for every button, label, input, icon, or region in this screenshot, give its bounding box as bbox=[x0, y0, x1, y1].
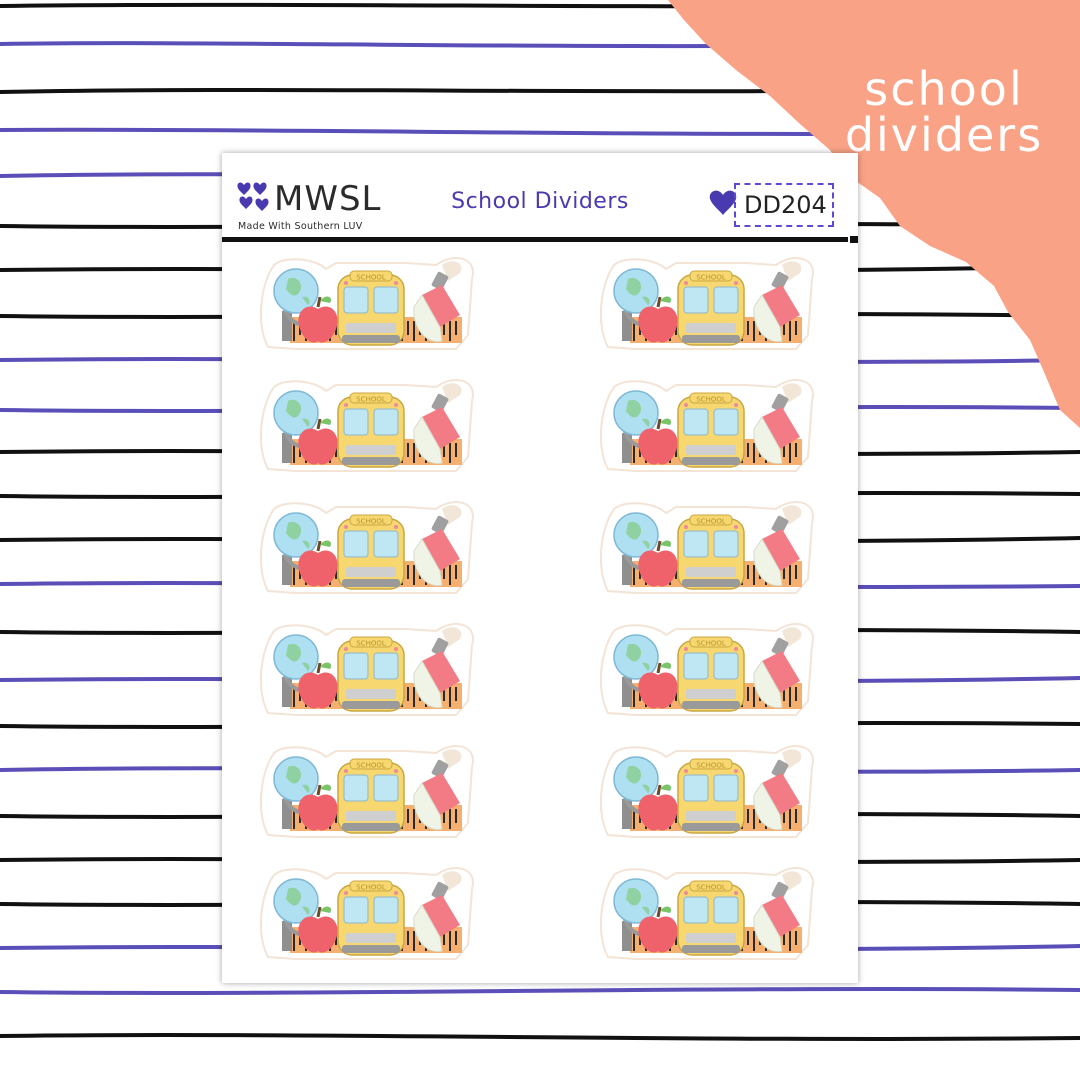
school-bus-icon: SCHOOL bbox=[337, 270, 405, 346]
glue-bottle-icon bbox=[413, 749, 462, 831]
sticker-sheet: MWSL Made With Southern LUV School Divid… bbox=[222, 153, 858, 983]
apple-icon bbox=[638, 296, 678, 343]
brand-name: MWSL bbox=[274, 179, 382, 219]
sticker-r4-c2: SCHOOL bbox=[599, 622, 814, 716]
apple-icon bbox=[298, 296, 338, 343]
globe-icon bbox=[613, 634, 662, 707]
apple-icon bbox=[638, 540, 678, 587]
svg-text:SCHOOL: SCHOOL bbox=[356, 884, 386, 892]
svg-text:SCHOOL: SCHOOL bbox=[356, 640, 386, 648]
hearts-icon bbox=[237, 182, 269, 211]
school-bus-icon: SCHOOL bbox=[677, 758, 745, 834]
sticker-r6-c2: SCHOOL bbox=[599, 866, 814, 960]
sticker-r2-c2: SCHOOL bbox=[599, 378, 814, 472]
glue-bottle-icon bbox=[753, 505, 802, 587]
code-box bbox=[734, 183, 834, 227]
sheet-header: MWSL Made With Southern LUV School Divid… bbox=[222, 153, 858, 245]
school-bus-icon: SCHOOL bbox=[677, 392, 745, 468]
svg-text:SCHOOL: SCHOOL bbox=[356, 396, 386, 404]
apple-icon bbox=[298, 906, 338, 953]
torn-corner bbox=[668, 0, 1080, 428]
svg-text:SCHOOL: SCHOOL bbox=[356, 762, 386, 770]
globe-icon bbox=[613, 756, 662, 829]
glue-bottle-icon bbox=[413, 505, 462, 587]
svg-text:SCHOOL: SCHOOL bbox=[696, 396, 726, 404]
globe-icon bbox=[273, 390, 322, 463]
sticker-r6-c1: SCHOOL bbox=[259, 866, 474, 960]
apple-icon bbox=[638, 662, 678, 709]
sticker-r3-c2: SCHOOL bbox=[599, 500, 814, 594]
school-bus-icon: SCHOOL bbox=[337, 514, 405, 590]
apple-icon bbox=[298, 540, 338, 587]
brand-tagline: Made With Southern LUV bbox=[238, 221, 363, 232]
globe-icon bbox=[273, 756, 322, 829]
sticker-r1-c1: SCHOOL bbox=[259, 256, 474, 350]
sticker-r3-c1: SCHOOL bbox=[259, 500, 474, 594]
svg-text:SCHOOL: SCHOOL bbox=[696, 884, 726, 892]
apple-icon bbox=[638, 906, 678, 953]
glue-bottle-icon bbox=[413, 383, 462, 465]
apple-icon bbox=[298, 662, 338, 709]
glue-bottle-icon bbox=[413, 627, 462, 709]
glue-bottle-icon bbox=[753, 383, 802, 465]
school-bus-icon: SCHOOL bbox=[337, 758, 405, 834]
school-bus-icon: SCHOOL bbox=[677, 514, 745, 590]
product-code: DD204 bbox=[744, 191, 827, 219]
glue-bottle-icon bbox=[753, 261, 802, 343]
glue-bottle-icon bbox=[753, 627, 802, 709]
corner-label-line2: dividers bbox=[844, 108, 1044, 162]
sticker-r2-c1: SCHOOL bbox=[259, 378, 474, 472]
svg-text:SCHOOL: SCHOOL bbox=[356, 518, 386, 526]
apple-icon bbox=[298, 418, 338, 465]
sticker-r1-c2: SCHOOL bbox=[599, 256, 814, 350]
school-bus-icon: SCHOOL bbox=[337, 880, 405, 956]
svg-text:SCHOOL: SCHOOL bbox=[696, 518, 726, 526]
svg-text:SCHOOL: SCHOOL bbox=[696, 274, 726, 282]
sticker-r5-c1: SCHOOL bbox=[259, 744, 474, 838]
sheet-title: School Dividers bbox=[451, 189, 629, 214]
glue-bottle-icon bbox=[753, 749, 802, 831]
apple-icon bbox=[638, 784, 678, 831]
glue-bottle-icon bbox=[413, 261, 462, 343]
corner-label: school dividers bbox=[834, 66, 1054, 158]
header-rule bbox=[222, 237, 848, 242]
school-bus-icon: SCHOOL bbox=[677, 880, 745, 956]
apple-icon bbox=[638, 418, 678, 465]
school-bus-icon: SCHOOL bbox=[337, 636, 405, 712]
svg-text:SCHOOL: SCHOOL bbox=[356, 274, 386, 282]
corner-label-line1: school bbox=[864, 62, 1024, 116]
heart-icon bbox=[709, 190, 737, 215]
school-bus-icon: SCHOOL bbox=[677, 270, 745, 346]
school-bus-icon: SCHOOL bbox=[337, 392, 405, 468]
school-bus-icon: SCHOOL bbox=[677, 636, 745, 712]
glue-bottle-icon bbox=[753, 871, 802, 953]
glue-bottle-icon bbox=[413, 871, 462, 953]
globe-icon bbox=[613, 878, 662, 951]
header-rule-end bbox=[850, 236, 858, 243]
sticker-r5-c2: SCHOOL bbox=[599, 744, 814, 838]
svg-text:SCHOOL: SCHOOL bbox=[696, 640, 726, 648]
apple-icon bbox=[298, 784, 338, 831]
svg-text:SCHOOL: SCHOOL bbox=[696, 762, 726, 770]
sticker-r4-c1: SCHOOL bbox=[259, 622, 474, 716]
